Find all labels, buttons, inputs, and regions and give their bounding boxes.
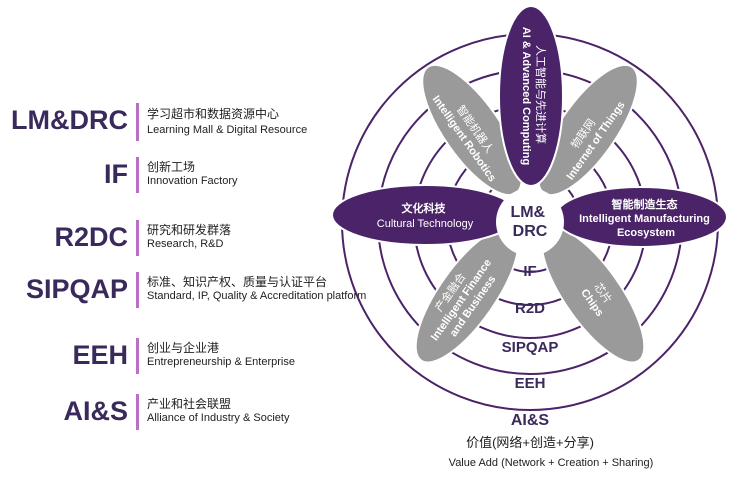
center-label: LM& DRC [510, 204, 549, 240]
petal-lower-right: 芯片 Chips [540, 226, 646, 364]
legend-en: Innovation Factory [147, 175, 238, 187]
legend-zh: 创业与企业港 [147, 341, 220, 355]
legend-en: Learning Mall & Digital Resource [147, 124, 308, 136]
legend-abbr: AI&S [63, 396, 128, 426]
legend-zh: 研究和研发群落 [147, 223, 232, 237]
legend-divider [136, 338, 139, 374]
legend-zh: 创新工场 [147, 160, 196, 174]
legend: LM&DRC 学习超市和数据资源中心 Learning Mall & Digit… [11, 103, 367, 430]
center-hub [496, 188, 564, 256]
legend-abbr: R2DC [54, 222, 128, 252]
legend-abbr: IF [104, 159, 128, 189]
legend-divider [136, 220, 139, 256]
petal-zh: 文化科技 [401, 201, 446, 215]
footer-en: Value Add (Network + Creation + Sharing) [449, 457, 654, 469]
petal-left: 文化科技 Cultural Technology [331, 184, 519, 246]
legend-en: Research, R&D [147, 238, 224, 250]
petal-label: 人工智能与先进计算 AI & Advanced Computing [520, 27, 548, 165]
petal-left-shape [331, 184, 519, 246]
petal-zh: 人工智能与先进计算 [534, 45, 548, 144]
center-line1: LM& [510, 204, 545, 221]
petal-en: Intelligent Manufacturing [579, 213, 710, 225]
legend-abbr: LM&DRC [11, 105, 128, 135]
ring-label-eeh: EEH [515, 375, 546, 392]
ecosystem-diagram: 智能机器人 Intelligent Robotics 物联网 Internet … [331, 5, 728, 469]
petal-top-shape [498, 5, 564, 187]
petal-zh: 智能制造生态 [611, 197, 677, 211]
legend-en: Standard, IP, Quality & Accreditation pl… [147, 290, 367, 302]
legend-zh: 标准、知识产权、质量与认证平台 [147, 275, 328, 289]
petal-label: 文化科技 Cultural Technology [377, 201, 474, 230]
legend-divider [136, 394, 139, 430]
legend-divider [136, 103, 139, 141]
petal-en2: Ecosystem [617, 227, 675, 239]
petal-right: 智能制造生态 Intelligent Manufacturing Ecosyst… [554, 186, 728, 248]
legend-abbr: EEH [72, 340, 128, 370]
ring-label-if: IF [523, 263, 536, 280]
petal-en: AI & Advanced Computing [520, 27, 532, 165]
center-line2: DRC [513, 223, 548, 240]
legend-zh: 学习超市和数据资源中心 [147, 107, 280, 121]
legend-abbr: SIPQAP [25, 274, 128, 304]
legend-en: Entrepreneurship & Enterprise [147, 356, 295, 368]
footer-zh: 价值(网络+创造+分享) [466, 435, 594, 450]
petal-label: 智能制造生态 Intelligent Manufacturing Ecosyst… [579, 197, 713, 239]
petal-en: Cultural Technology [377, 218, 474, 230]
legend-en: Alliance of Industry & Society [147, 412, 290, 424]
legend-divider [136, 157, 139, 193]
ring-label-ais: AI&S [511, 412, 550, 429]
petal-top: 人工智能与先进计算 AI & Advanced Computing [498, 5, 564, 187]
ring-label-r2d: R2D [515, 300, 545, 317]
ring-label-sipqap: SIPQAP [502, 339, 559, 356]
legend-zh: 产业和社会联盟 [147, 397, 232, 411]
legend-divider [136, 272, 139, 308]
